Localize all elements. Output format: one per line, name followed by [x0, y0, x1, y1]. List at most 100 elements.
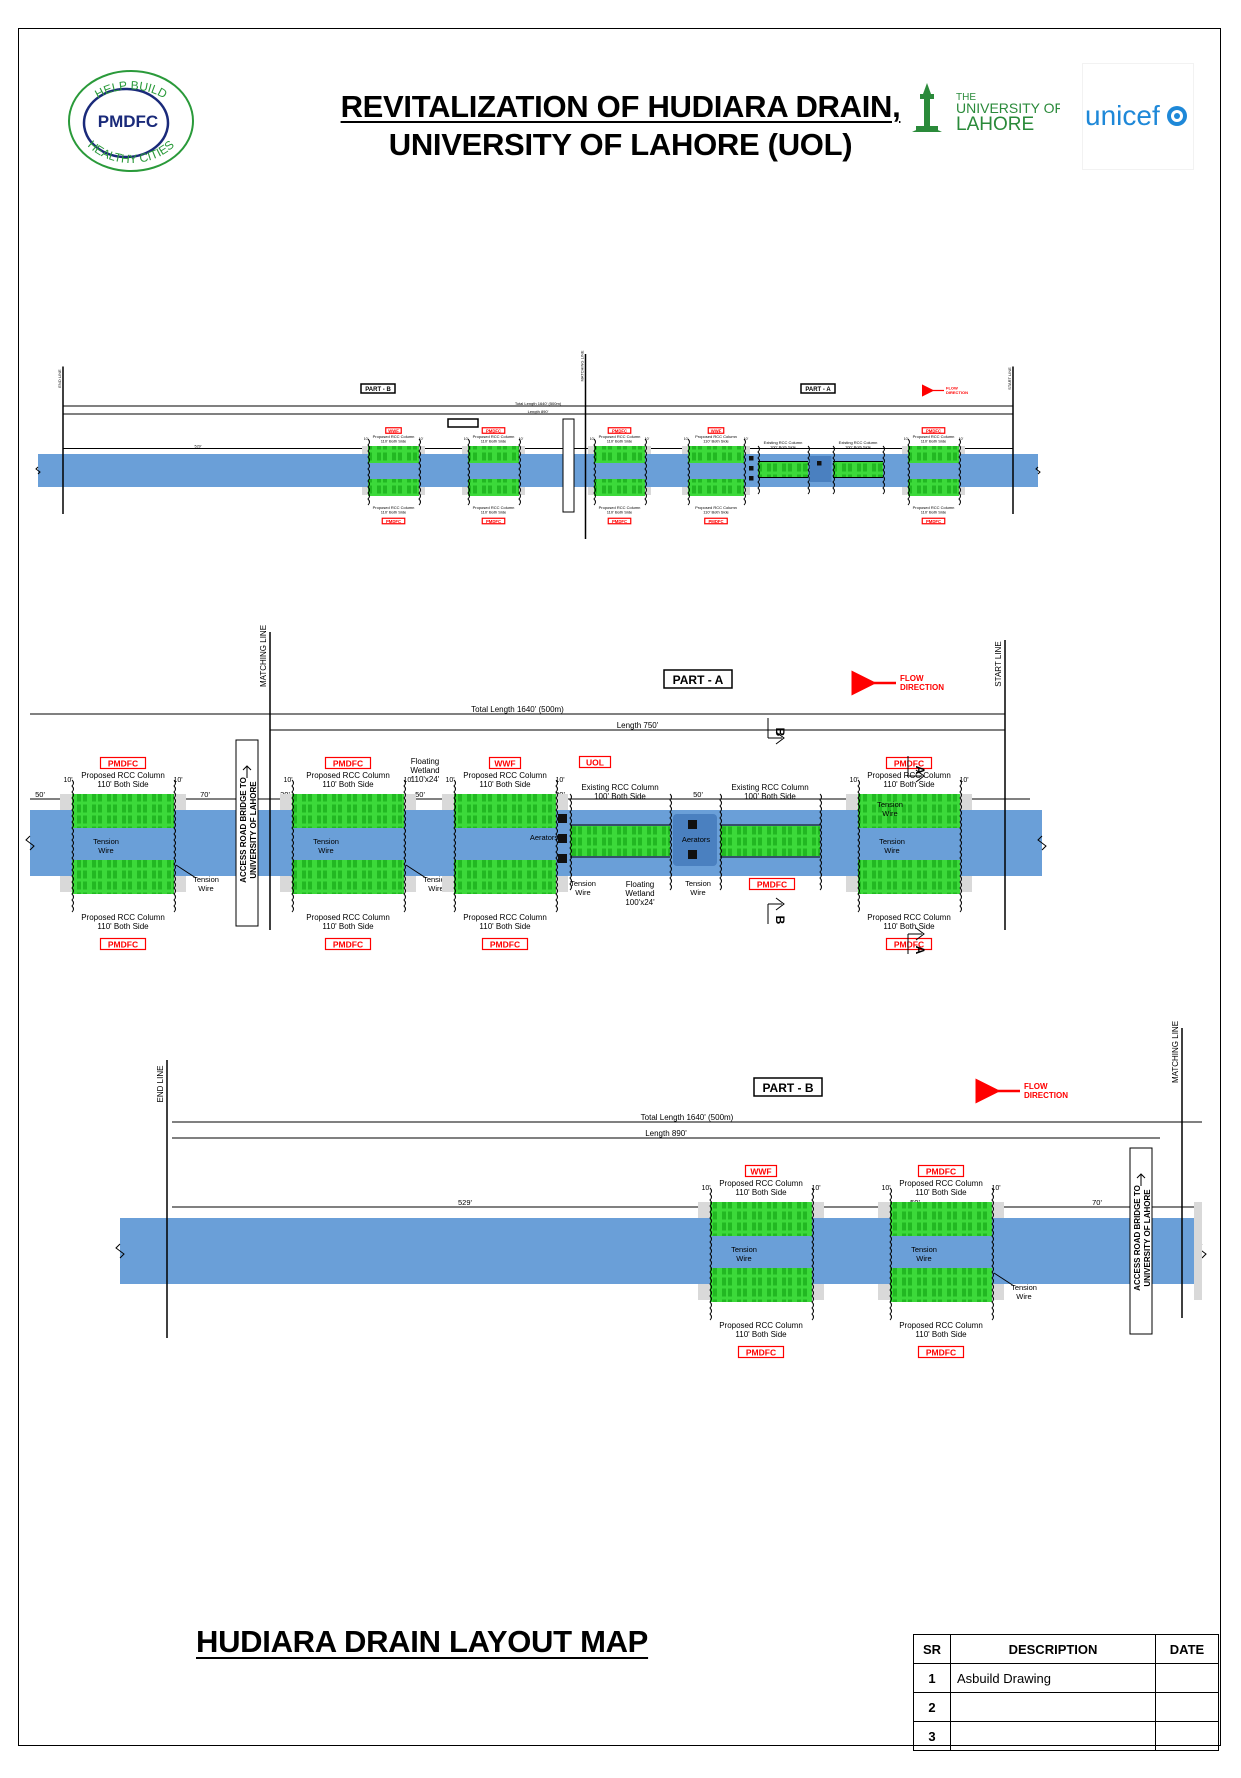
proposed-column-sublabel: 110' Both Side — [703, 439, 729, 444]
floating-wetland-top — [890, 1202, 992, 1236]
flow-label: FLOW — [946, 386, 958, 391]
organization-tag: PMDFC — [926, 519, 941, 524]
proposed-column-label: Proposed RCC Column — [899, 1179, 983, 1188]
organization-tag-box — [921, 427, 946, 434]
existing-column-label: Existing RCC Column — [581, 783, 658, 792]
organization-tag: PMDFC — [490, 940, 520, 950]
organization-tag: PMDFC — [333, 759, 363, 769]
organization-tag-box — [707, 427, 725, 434]
organization-tag-box — [607, 427, 632, 434]
tension-wire-label: Tension — [1011, 1283, 1037, 1292]
section-marker-B — [767, 718, 785, 745]
proposed-column-sublabel: 110' Both Side — [481, 510, 507, 515]
dimension-text: 10' — [173, 777, 182, 784]
organization-tag-box — [885, 756, 933, 770]
rcc-column-line — [291, 779, 294, 913]
part-label: PART - B — [365, 387, 391, 393]
existing-wetland — [570, 826, 670, 856]
floating-wetland-top — [594, 446, 645, 463]
part-label: PART - A — [673, 673, 724, 687]
part-label-box — [800, 383, 836, 394]
organization-tag: PMDFC — [108, 759, 138, 769]
section-arrow-icon — [767, 897, 785, 924]
tension-wire-label: Wire — [428, 884, 443, 893]
aerator-zone — [673, 814, 717, 866]
dimension-text: 10' — [283, 777, 292, 784]
access-road-bridge — [1129, 1147, 1153, 1335]
organization-tag-box — [578, 755, 612, 769]
aerator-icon — [749, 476, 754, 481]
tension-wire-label: Wire — [882, 809, 897, 818]
dimension-text: 50' — [35, 790, 45, 799]
organization-tag-box — [607, 517, 632, 525]
aerators-label: Aerators — [682, 835, 711, 844]
tension-wire-label: Tension — [731, 1245, 757, 1254]
proposed-column-label: Proposed RCC Column — [899, 1321, 983, 1330]
start-line-label: START LINE — [994, 641, 1003, 686]
proposed-column-sublabel: 110' Both Side — [915, 1330, 967, 1339]
floating-wetland-label: Wetland — [625, 889, 654, 898]
floating-wetland-bottom — [908, 479, 959, 496]
proposed-column-sublabel: 110' Both Side — [97, 922, 149, 931]
tension-wire-label: Wire — [916, 1254, 931, 1263]
dimension-text: 10' — [519, 437, 524, 441]
pmdfc-logo-text: PMDFC — [98, 112, 158, 131]
dimension-text: 10' — [684, 437, 689, 441]
proposed-column-sublabel: 110' Both Side — [381, 439, 407, 444]
proposed-column-sublabel: 110' Both Side — [479, 922, 531, 931]
drain-channel — [120, 1218, 1202, 1284]
rcc-column-line — [832, 445, 835, 495]
proposed-column-label: Proposed RCC Column — [373, 505, 415, 510]
rcc-column-line — [173, 779, 176, 913]
proposed-column-label: Proposed RCC Column — [913, 505, 955, 510]
total-length-label: Total Length 1640' (500m) — [471, 705, 564, 714]
leader-line — [175, 864, 197, 879]
aerator-icon — [558, 814, 567, 823]
drain-channel — [38, 454, 1038, 487]
floating-wetland-bottom — [710, 1268, 812, 1302]
rcc-column-line — [743, 438, 746, 506]
rcc-column-line — [958, 438, 961, 506]
drain-break-mark — [115, 1243, 125, 1259]
organization-tag: PMDFC — [708, 519, 723, 524]
organization-tag: PMDFC — [486, 519, 501, 524]
dimension-text: 10' — [419, 437, 424, 441]
row-description — [950, 1692, 1156, 1722]
organization-tag-box — [748, 877, 796, 891]
dimension-text: 529' — [195, 445, 202, 449]
tension-wire-label: Tension — [313, 837, 339, 846]
tension-wire-label: Tension — [570, 879, 596, 888]
matching-line-label: MATCHING LINE — [259, 625, 268, 687]
proposed-column-label: Proposed RCC Column — [306, 771, 390, 780]
flow-label: FLOW — [1024, 1082, 1048, 1091]
floating-wetland-top — [858, 794, 960, 828]
dimension-text: 10' — [881, 1185, 890, 1192]
proposed-column-sublabel: 110' Both Side — [607, 439, 633, 444]
part-label-box — [447, 418, 479, 428]
organization-tag-box — [737, 1345, 785, 1359]
segment-length-label: Length 890' — [528, 409, 549, 414]
existing-wetland — [758, 462, 808, 477]
aerator-icon — [688, 820, 697, 829]
header-sr: SR — [913, 1634, 951, 1664]
existing-column-sublabel: 100' Both Side — [845, 445, 872, 450]
proposed-column-sublabel: 110' Both Side — [381, 510, 407, 515]
flow-direction-label: DIRECTION — [1024, 1091, 1068, 1100]
rcc-column-line — [467, 438, 470, 506]
flow-direction-label: DIRECTION — [946, 390, 968, 395]
organization-tag: PMDFC — [612, 428, 627, 433]
minar-icon — [912, 83, 942, 132]
access-road-label: UNIVERSITY OF LAHORE — [249, 781, 258, 879]
part-label-box — [753, 1077, 823, 1097]
row-date — [1155, 1692, 1219, 1722]
leader-line — [993, 1272, 1015, 1287]
uol-line-1: THE — [956, 92, 976, 103]
proposed-column-sublabel: 110' Both Side — [481, 439, 507, 444]
tension-wire-label: Tension — [193, 875, 219, 884]
existing-column-sublabel: 100' Both Side — [744, 792, 796, 801]
organization-tag-box — [885, 937, 933, 951]
dimension-text: 10' — [590, 437, 595, 441]
organization-tag-box — [99, 937, 147, 951]
row-date — [1155, 1721, 1219, 1751]
